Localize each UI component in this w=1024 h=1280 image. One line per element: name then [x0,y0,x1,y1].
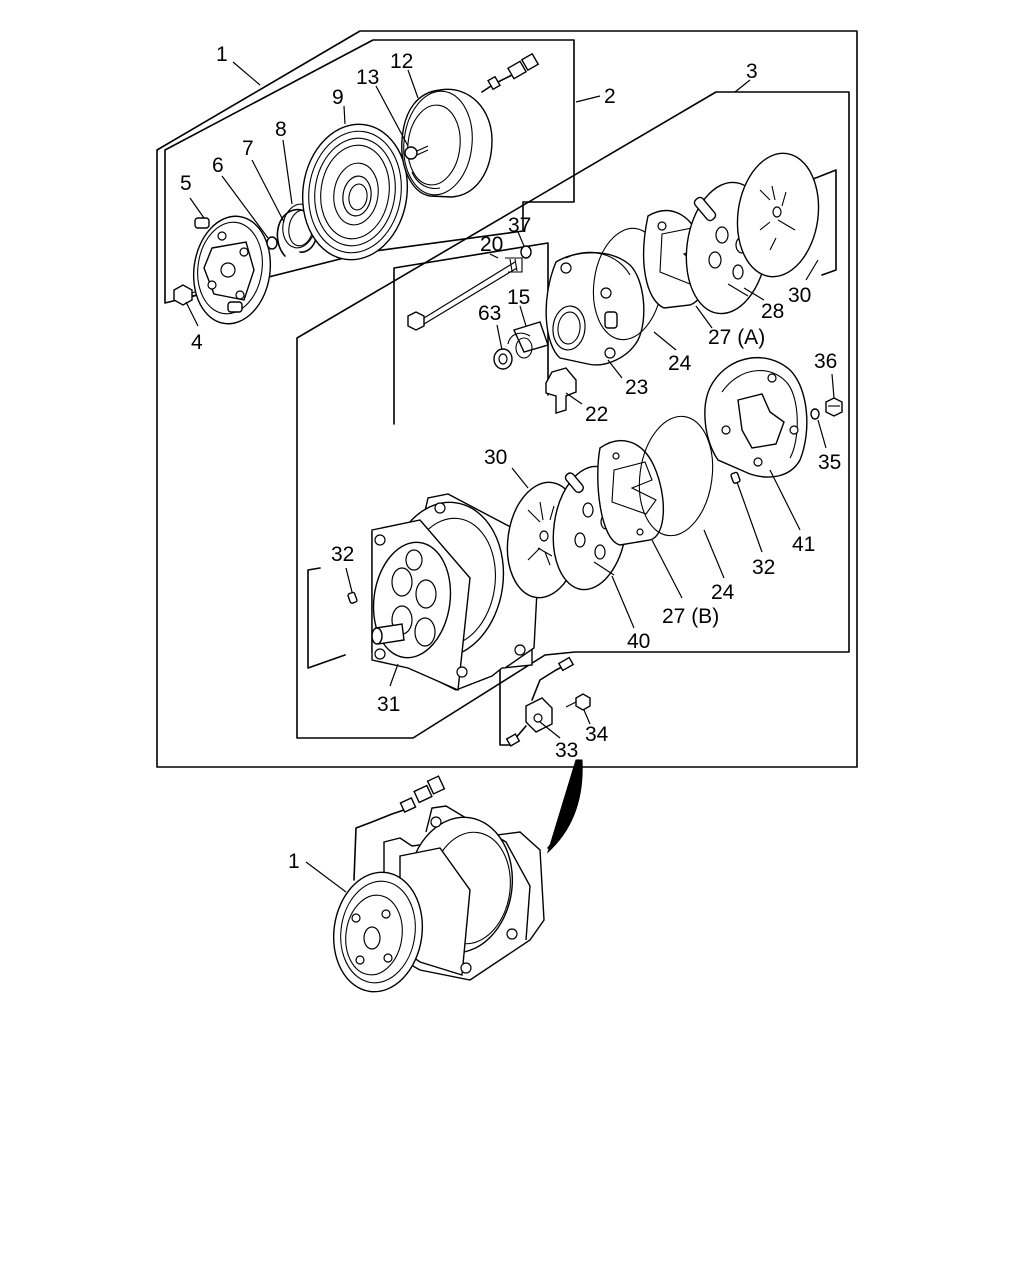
callout-9: 9 [332,86,344,109]
rear-head-41 [704,357,808,478]
callout-20: 20 [480,233,503,256]
through-bolt-20 [407,257,523,331]
clutch-group-frame-2 [164,39,575,304]
callout-32-left: 32 [331,543,354,566]
leader-lines [185,61,835,893]
left-shaft-bracket [307,567,346,669]
armature-plate-5 [192,215,272,325]
callout-1-top: 1 [216,43,228,66]
callout-34: 34 [585,723,609,746]
gasket-27b [597,439,664,546]
callout-7: 7 [242,137,254,160]
pin-32-left [347,591,358,604]
callout-30-bottom: 30 [484,446,507,469]
valve-plate-bracket [802,169,837,276]
callout-32-right: 32 [752,556,775,579]
callout-23: 23 [625,376,648,399]
callout-31: 31 [377,693,400,716]
plug-36 [825,397,843,417]
cylinder-block-31 [371,493,539,692]
callout-40: 40 [627,630,650,653]
callout-labels: 1 2 3 4 5 6 7 8 9 12 13 15 20 22 23 24 2… [180,43,841,873]
pin-32-right [730,471,741,484]
shaft-seal-15 [507,321,549,359]
callout-27a: 27 (A) [708,326,765,349]
callout-28: 28 [761,300,784,323]
callout-15: 15 [507,286,530,309]
o-ring-37 [520,245,532,259]
callout-35: 35 [818,451,841,474]
callout-4: 4 [191,331,203,354]
callout-30-top: 30 [788,284,811,307]
callout-13: 13 [356,66,379,89]
callout-2: 2 [604,85,616,108]
callout-24-top: 24 [668,352,692,375]
callout-5: 5 [180,172,192,195]
callout-41: 41 [792,533,815,556]
callout-33: 33 [555,739,578,762]
callout-1-bottom: 1 [288,850,300,873]
callout-8: 8 [275,118,287,141]
callout-3: 3 [746,60,758,83]
callout-22: 22 [585,403,608,426]
callout-27b: 27 (B) [662,605,719,628]
suction-reed-30-top [736,152,820,278]
o-ring-35 [810,408,820,420]
callout-6: 6 [212,154,224,177]
compressor-group-frame-3 [296,91,850,739]
gasket-24-bottom [638,415,714,537]
assembled-compressor-1 [332,759,583,993]
callout-24-bottom: 24 [711,581,735,604]
seal-ring-63 [493,348,513,370]
shim-6 [266,236,278,250]
bracket-22 [545,367,577,414]
coil-lead-wire [481,52,540,93]
pulley-9 [301,123,409,261]
callout-37: 37 [508,214,531,237]
screw-13 [404,145,429,160]
field-coil-12 [401,88,493,198]
assembly-frame-1 [156,30,858,768]
callout-36: 36 [814,350,837,373]
callout-63: 63 [478,302,501,325]
callout-12: 12 [390,50,413,73]
screw-34 [565,693,591,711]
terminal-33 [505,656,575,747]
